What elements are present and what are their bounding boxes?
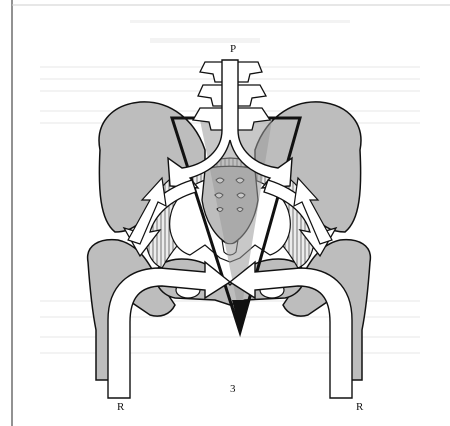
label-r-right: R — [356, 402, 363, 413]
label-r-left: R — [117, 402, 124, 413]
figure-number: 3 — [230, 384, 236, 395]
label-p: P — [230, 44, 236, 55]
force-leg-left — [108, 262, 230, 398]
force-leg-right — [230, 262, 352, 398]
